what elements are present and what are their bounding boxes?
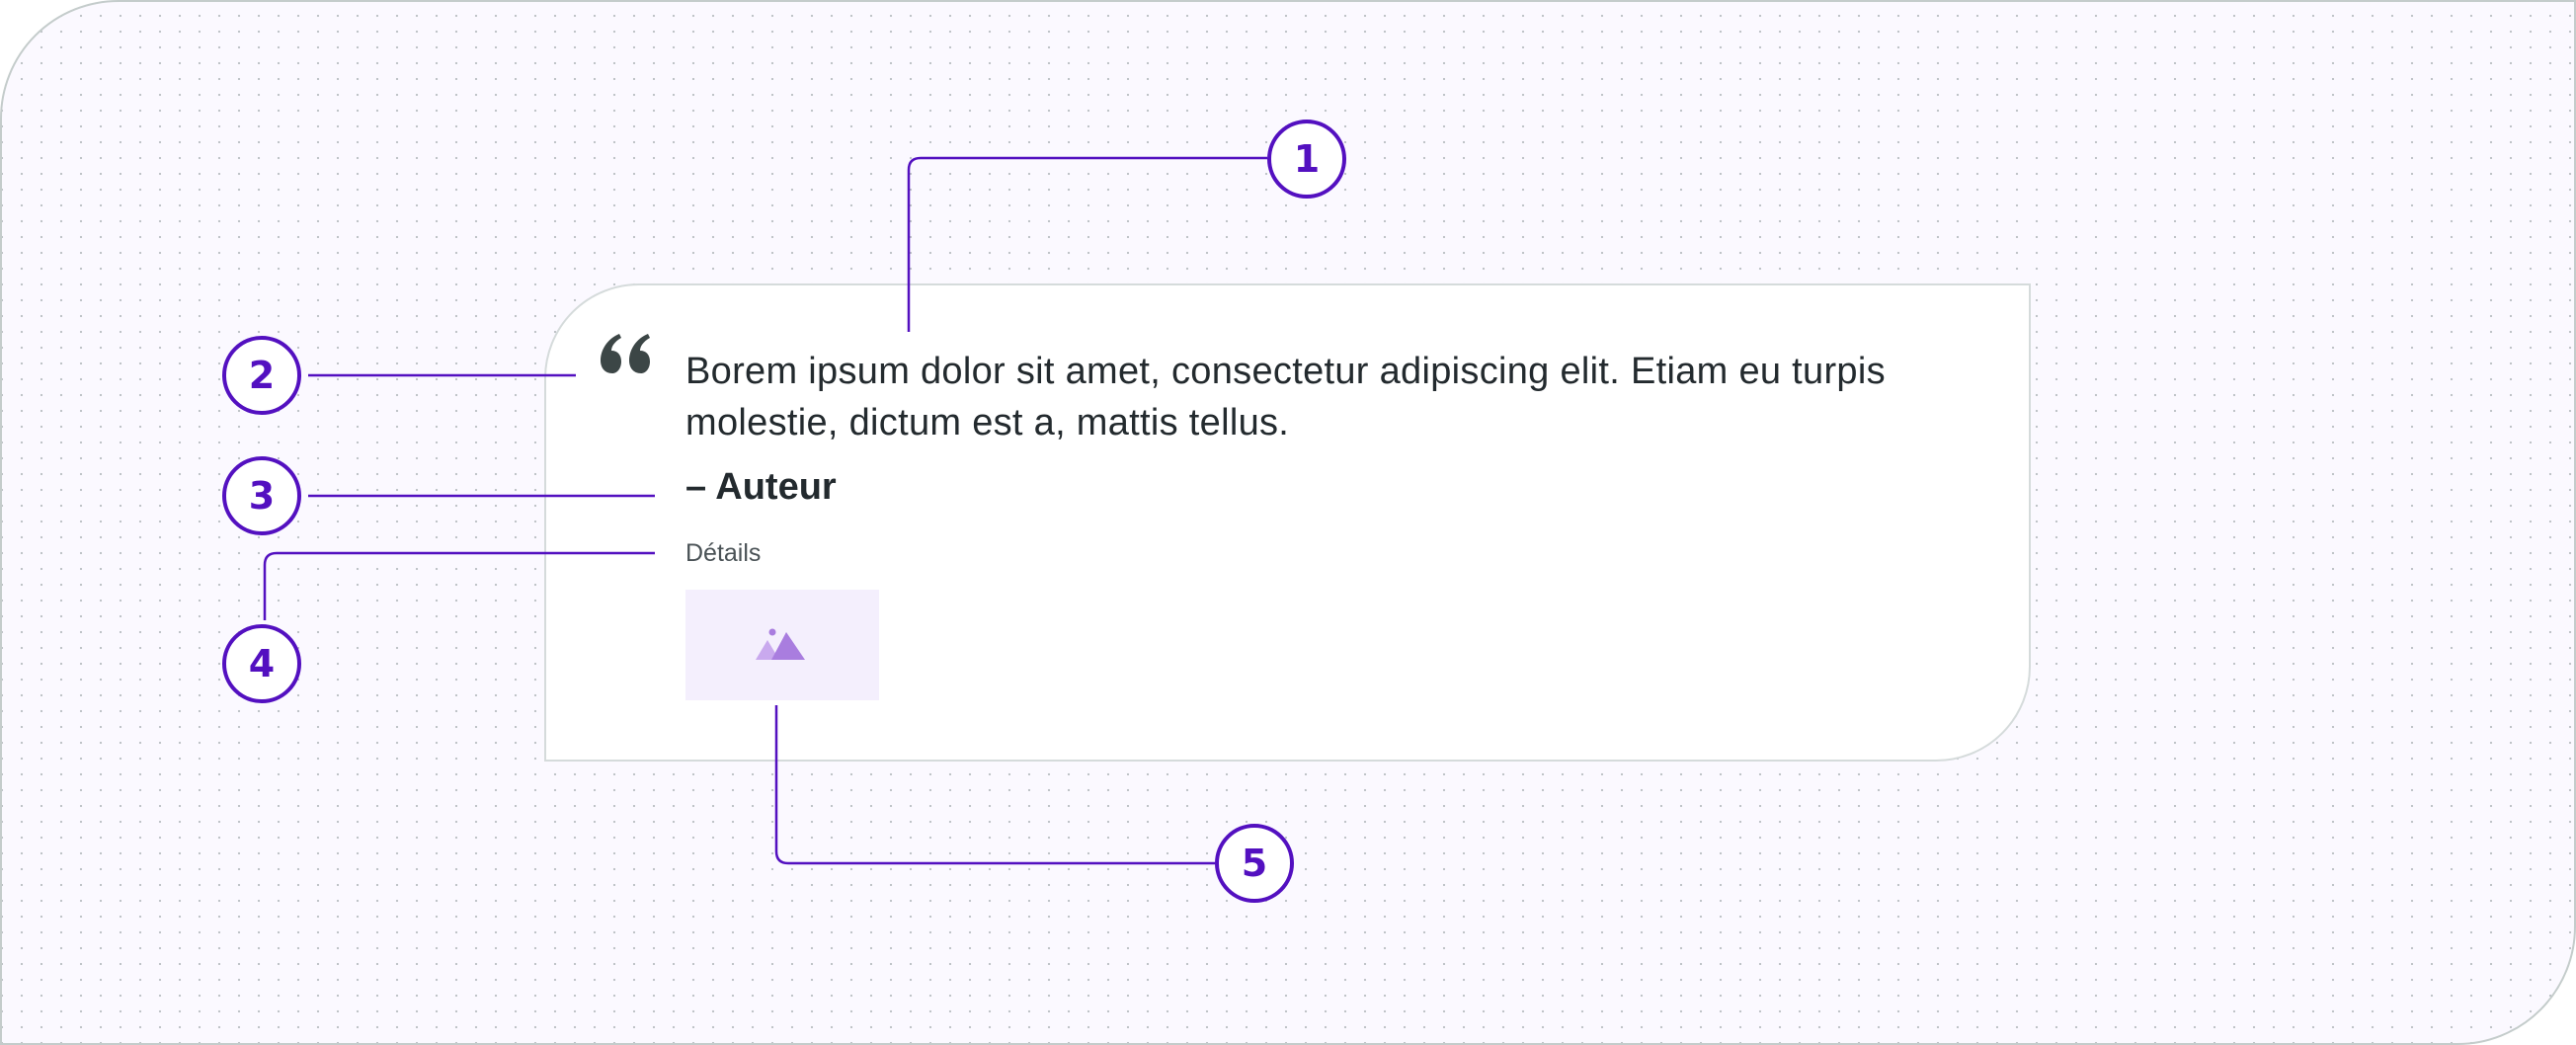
callout-badge-5: 5: [1215, 824, 1294, 903]
callout-badge-1: 1: [1267, 120, 1346, 199]
quote-open-icon: [601, 334, 650, 373]
quote-text: Borem ipsum dolor sit amet, consectetur …: [685, 351, 1886, 443]
callout-badge-2: 2: [222, 336, 301, 415]
image-placeholder-icon: [756, 628, 805, 660]
quote-details: Détails: [685, 539, 762, 567]
quote-author: – Auteur: [685, 466, 837, 508]
callout-badge-4: 4: [222, 624, 301, 703]
callout-badge-3: 3: [222, 456, 301, 535]
image-placeholder: [685, 590, 879, 700]
